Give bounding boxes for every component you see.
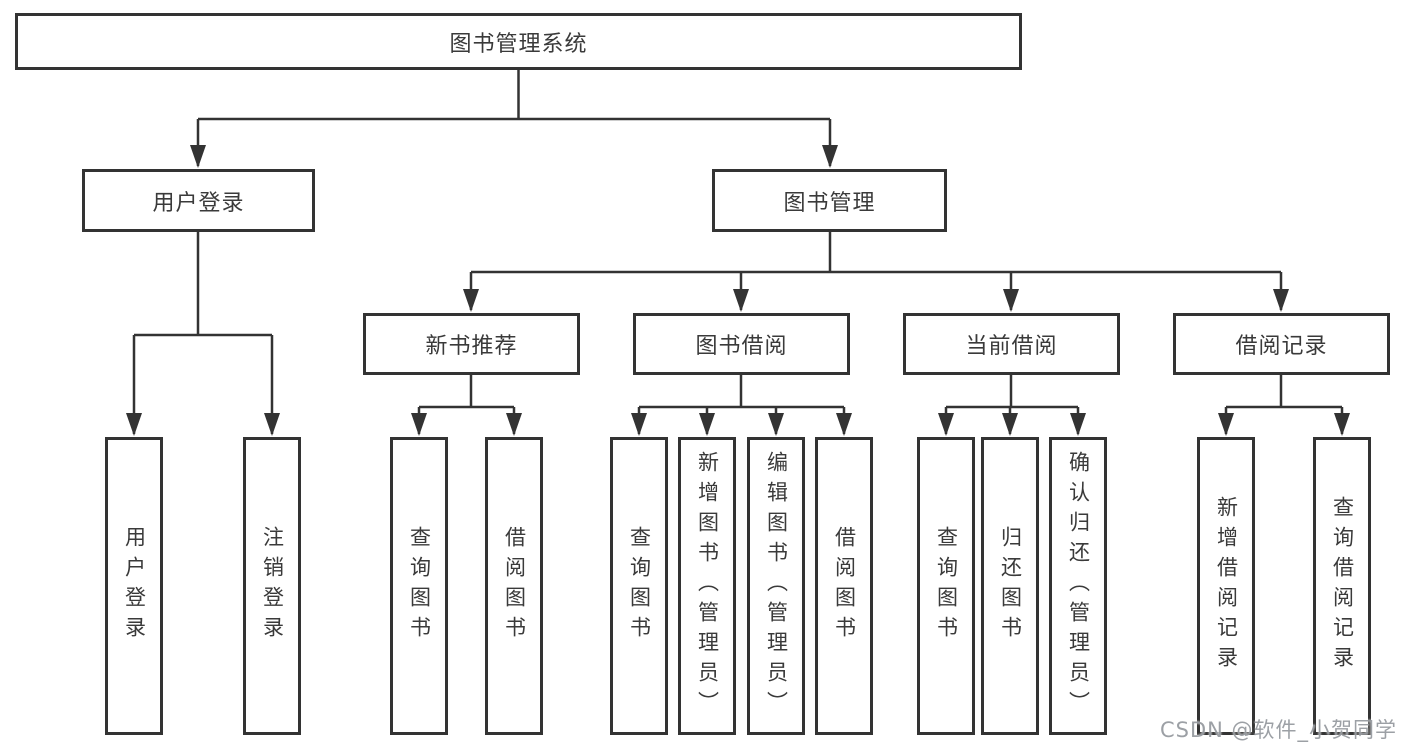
- node-current-borrow: 当前借阅: [903, 313, 1120, 375]
- leaf-current-confirm-return-label: 确认归还（管理员）: [1066, 451, 1091, 721]
- leaf-user-logout-label: 注销登录: [260, 526, 285, 646]
- leaf-records-add: 新增借阅记录: [1197, 437, 1255, 735]
- node-book-management-label: 图书管理: [783, 190, 876, 216]
- branch-root: [196, 70, 832, 166]
- node-root-system: 图书管理系统: [15, 13, 1022, 70]
- leaf-records-query-label: 查询借阅记录: [1330, 496, 1355, 676]
- node-new-book-recommend-label: 新书推荐: [425, 334, 518, 359]
- branch-book-borrow: [637, 375, 846, 434]
- leaf-borrow-edit-label: 编辑图书（管理员）: [764, 451, 789, 721]
- leaf-borrow-add-label: 新增图书（管理员）: [695, 451, 720, 721]
- leaf-user-login-label: 用户登录: [122, 526, 147, 646]
- branch-new-books: [417, 375, 516, 434]
- leaf-newbooks-query: 查询图书: [390, 437, 448, 735]
- leaf-newbooks-borrow: 借阅图书: [485, 437, 543, 735]
- leaf-borrow-edit: 编辑图书（管理员）: [747, 437, 805, 735]
- branch-borrow-records: [1224, 375, 1344, 434]
- leaf-current-return: 归还图书: [981, 437, 1039, 735]
- branch-book-mgmt: [469, 232, 1283, 310]
- branch-user-login: [132, 232, 274, 434]
- leaf-user-logout: 注销登录: [243, 437, 301, 735]
- leaf-current-confirm-return: 确认归还（管理员）: [1049, 437, 1107, 735]
- leaf-borrow-borrow: 借阅图书: [815, 437, 873, 735]
- leaf-newbooks-query-label: 查询图书: [407, 526, 432, 646]
- node-book-borrow-label: 图书借阅: [695, 334, 788, 359]
- leaf-current-query: 查询图书: [917, 437, 975, 735]
- leaf-current-return-label: 归还图书: [998, 526, 1023, 646]
- node-book-management: 图书管理: [712, 169, 947, 232]
- leaf-borrow-query-label: 查询图书: [627, 526, 652, 646]
- node-borrow-records: 借阅记录: [1173, 313, 1390, 375]
- leaf-records-query: 查询借阅记录: [1313, 437, 1371, 735]
- arrow-down-icons: [126, 145, 1350, 436]
- leaf-user-login: 用户登录: [105, 437, 163, 735]
- node-borrow-records-label: 借阅记录: [1235, 334, 1328, 359]
- leaf-borrow-borrow-label: 借阅图书: [832, 526, 857, 646]
- node-user-login: 用户登录: [82, 169, 315, 232]
- leaf-borrow-add: 新增图书（管理员）: [678, 437, 736, 735]
- node-book-borrow: 图书借阅: [633, 313, 850, 375]
- csdn-watermark: CSDN @软件_小贺同学: [1160, 718, 1398, 742]
- node-current-borrow-label: 当前借阅: [965, 334, 1058, 359]
- leaf-borrow-query: 查询图书: [610, 437, 668, 735]
- leaf-current-query-label: 查询图书: [934, 526, 959, 646]
- node-user-login-label: 用户登录: [152, 190, 245, 216]
- node-new-book-recommend: 新书推荐: [363, 313, 580, 375]
- leaf-records-add-label: 新增借阅记录: [1214, 496, 1239, 676]
- leaf-newbooks-borrow-label: 借阅图书: [502, 526, 527, 646]
- node-root-label: 图书管理系统: [449, 31, 588, 57]
